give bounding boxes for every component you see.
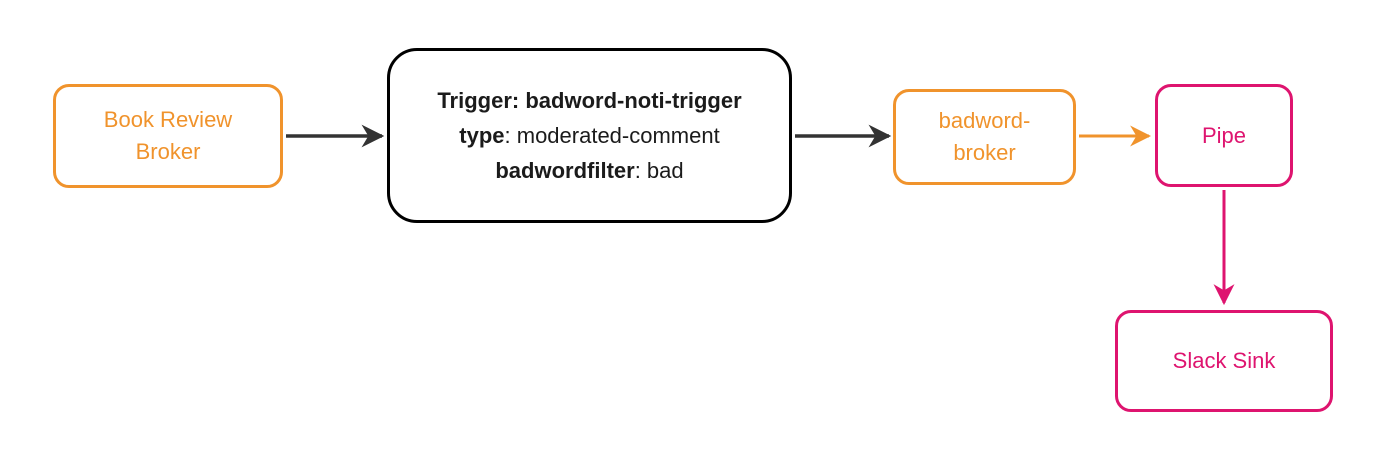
trigger-type-key: type bbox=[459, 123, 505, 148]
trigger-type-line: type: moderated-comment bbox=[459, 118, 719, 153]
trigger-type-value: : moderated-comment bbox=[504, 123, 720, 148]
node-book-review-broker: Book Review Broker bbox=[53, 84, 283, 188]
node-label: broker bbox=[953, 140, 1016, 165]
node-label: Broker bbox=[135, 139, 201, 164]
trigger-name-bold: Trigger: badword-noti-trigger bbox=[437, 88, 742, 113]
trigger-filter-value: : bad bbox=[634, 158, 684, 183]
node-label: badword- bbox=[938, 108, 1031, 133]
node-label: Slack Sink bbox=[1172, 348, 1276, 373]
node-trigger-details: Trigger: badword-noti-trigger type: mode… bbox=[387, 48, 792, 223]
node-pipe: Pipe bbox=[1155, 84, 1293, 187]
node-label: Pipe bbox=[1201, 122, 1247, 148]
node-slack-sink: Slack Sink bbox=[1115, 310, 1333, 412]
node-badword-broker: badword- broker bbox=[893, 89, 1076, 185]
trigger-filter-key: badwordfilter bbox=[495, 158, 635, 183]
node-label: Book Review bbox=[103, 107, 233, 132]
trigger-filter-line: badwordfilter: bad bbox=[495, 153, 683, 188]
trigger-name-line: Trigger: badword-noti-trigger bbox=[437, 83, 741, 118]
